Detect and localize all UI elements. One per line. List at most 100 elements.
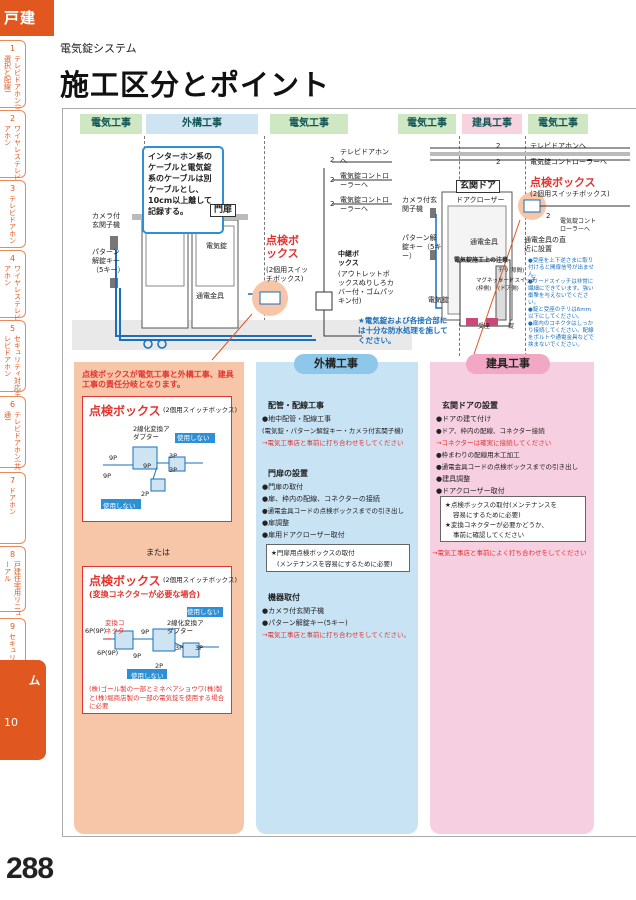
mid-line: ●通電金具コードの点検ボックスまでの引き出し [262,507,404,515]
controller-label-1: 電気錠コントローラーへ [340,172,389,189]
mid-note-box: ★門扉用点検ボックスの取付 (メンテナンスを容易にするために必要) [266,544,410,572]
count-2: 2 [496,142,501,150]
bar-fittings: 建具工事 [462,114,522,134]
connector-label: 9P [141,628,150,636]
camera-label: カメラ付玄関子機 [92,212,120,229]
connector-label: 2線化変換アダプター [133,425,170,441]
hardware-label: 通電金具 [196,292,224,300]
count-2: 2 [546,212,551,220]
bar-exterior: 外構工事 [146,114,258,134]
sidebar-active-label: 電気錠システム [27,674,58,752]
right-note: 事前に確認してください [453,531,525,539]
connector-label: 3P [175,644,184,652]
lock-notes: ●受座を上下逆さまに取り付けると開扉信号が出ません。 ●リードスイッチは非常に繊… [528,258,596,349]
side-label: (ドア側) [498,286,519,292]
count-2: 2 [330,200,335,208]
connector-label: 2線化変換アダプター [167,619,204,635]
camera-label-right: カメラ付玄関子機 [402,196,437,213]
unused-label: 使用しない [131,672,164,680]
connector-diagram-2 [103,607,223,679]
right-line: ●ドアクローザー取付 [436,487,505,495]
relay-box-title: 中継ボックス [338,250,359,267]
pattern-key-label-right: パターン解錠キー（5キー） [402,234,442,260]
sidebar-tab-active[interactable]: 電気錠システム 10 [0,660,58,760]
right-note: ★点検ボックスの取付(メンテナンスを [445,501,558,509]
left-section-heading: 点検ボックスが電気工事と外構工事、建具工事の責任分岐となります。 [82,370,234,389]
side-label: チリ(隙間) [498,268,525,274]
mid-line: (電気錠・パターン解錠キー・カメラ付玄関子機) [262,427,404,435]
sidebar-active-num: 10 [4,716,18,729]
connector-label: 変換コネクター [105,619,125,643]
connector-label: 9P [103,472,112,480]
hardware-label-right: 通電金具 [470,238,498,246]
lock-notes-title: 電気錠施工上の注意 [454,257,509,264]
electric-lock-label: 電気錠 [206,242,227,250]
tv-door-label-right: テレビドアホンへ [530,142,586,150]
mid-line: →電気工事店と事前に打ち合わせをしてください [262,439,404,447]
connector-label: 6P(9P) [97,649,119,657]
card-subtitle: (変換コネクターが必要な場合) [89,590,200,599]
right-line: ●ドア、枠内の配線、コネクター接続 [436,427,545,435]
tv-door-label: テレビドアホンへ [340,148,389,165]
mid-line: →電気工事店と事前に打ち合わせをしてください。 [262,631,411,639]
converter-note: (株)ゴール製の一部とミネベアショウワ(株)製と(株)堀商店製の一部の電気錠を使… [89,685,225,710]
page-number: 288 [6,852,54,885]
inspection-box-sub: (2個用スイッチボックス) [266,266,309,283]
unused-label: 使用しない [103,502,136,510]
inspection-box-title: 点検ボックス [266,234,299,260]
right-line: ●枠まわりの配線用木工加工 [436,451,520,459]
fittings-pill: 建具工事 [466,354,550,374]
connector-label: 3P [195,644,204,652]
side-label: 受座 [478,323,491,330]
relay-box-sub: (アウトレットボックスぬりしろカバー付・ゴムパッキン付) [338,270,394,305]
right-line: ●ドアの建て付け [436,415,492,423]
mid-heading-3: 機器取付 [268,593,300,602]
unused-label: 使用しない [177,434,210,442]
cable-callout: インターホン系のケーブルと電気錠系のケーブルは別ケーブルとし、10cm以上離して… [142,146,224,234]
bar-electrical-1: 電気工事 [80,114,142,134]
mid-line: ●パターン解錠キー(5キー) [262,619,348,627]
count-2: 2 [330,176,335,184]
connector-label: 3P [169,466,178,474]
divider [525,136,526,356]
waterproof-note: ★電気錠および各接合部には十分な防水処理を施してください。 [358,316,448,345]
page-subtitle: 電気錠システム [60,42,137,55]
right-heading-1: 玄関ドアの設置 [442,401,498,410]
side-label: 錠 [508,323,515,330]
controller-small-label: 電気錠コントローラーへ [560,218,597,233]
bar-electrical-4: 電気工事 [528,114,588,134]
right-line: →コネクターは確実に接続してください [436,439,552,447]
inspection-box-card-2: 点検ボックス (2個用スイッチボックス) (変換コネクターが必要な場合) 使用し… [82,566,237,714]
side-label: マグネット [476,278,504,284]
bar-electrical-3: 電気工事 [398,114,456,134]
right-line: ●建具調整 [436,475,471,483]
entrance-door-label: 玄関ドア [456,180,501,193]
controller-label-2: 電気錠コントローラーへ [340,196,389,213]
card-sub: (2個用スイッチボックス) [163,406,238,414]
divider [264,136,265,336]
mid-line: ●カメラ付玄関子機 [262,607,325,615]
card-title: 点検ボックス [89,574,161,588]
mid-line: ●地中配管・配線工事 [262,415,332,423]
lock-note: ●リードスイッチは非常に繊細にできています。強い衝撃を与えないでください。 [528,279,594,306]
sidebar-header: 戸建 [0,0,54,36]
count-2: 2 [496,158,501,166]
mid-line: ●扉、枠内の配線、コネクターの接続 [262,495,380,503]
card-sub: (2個用スイッチボックス) [163,576,238,584]
mid-note: ★門扉用点検ボックスの取付 [271,549,355,557]
wiring-diagram [72,147,630,361]
connector-label: 2P [155,662,164,670]
connector-diagram-1 [101,433,215,509]
mid-line: ●門扉の取付 [262,483,304,491]
mid-note: (メンテナンスを容易にするために必要) [277,560,393,568]
mid-heading-2: 門扉の設置 [268,469,308,478]
